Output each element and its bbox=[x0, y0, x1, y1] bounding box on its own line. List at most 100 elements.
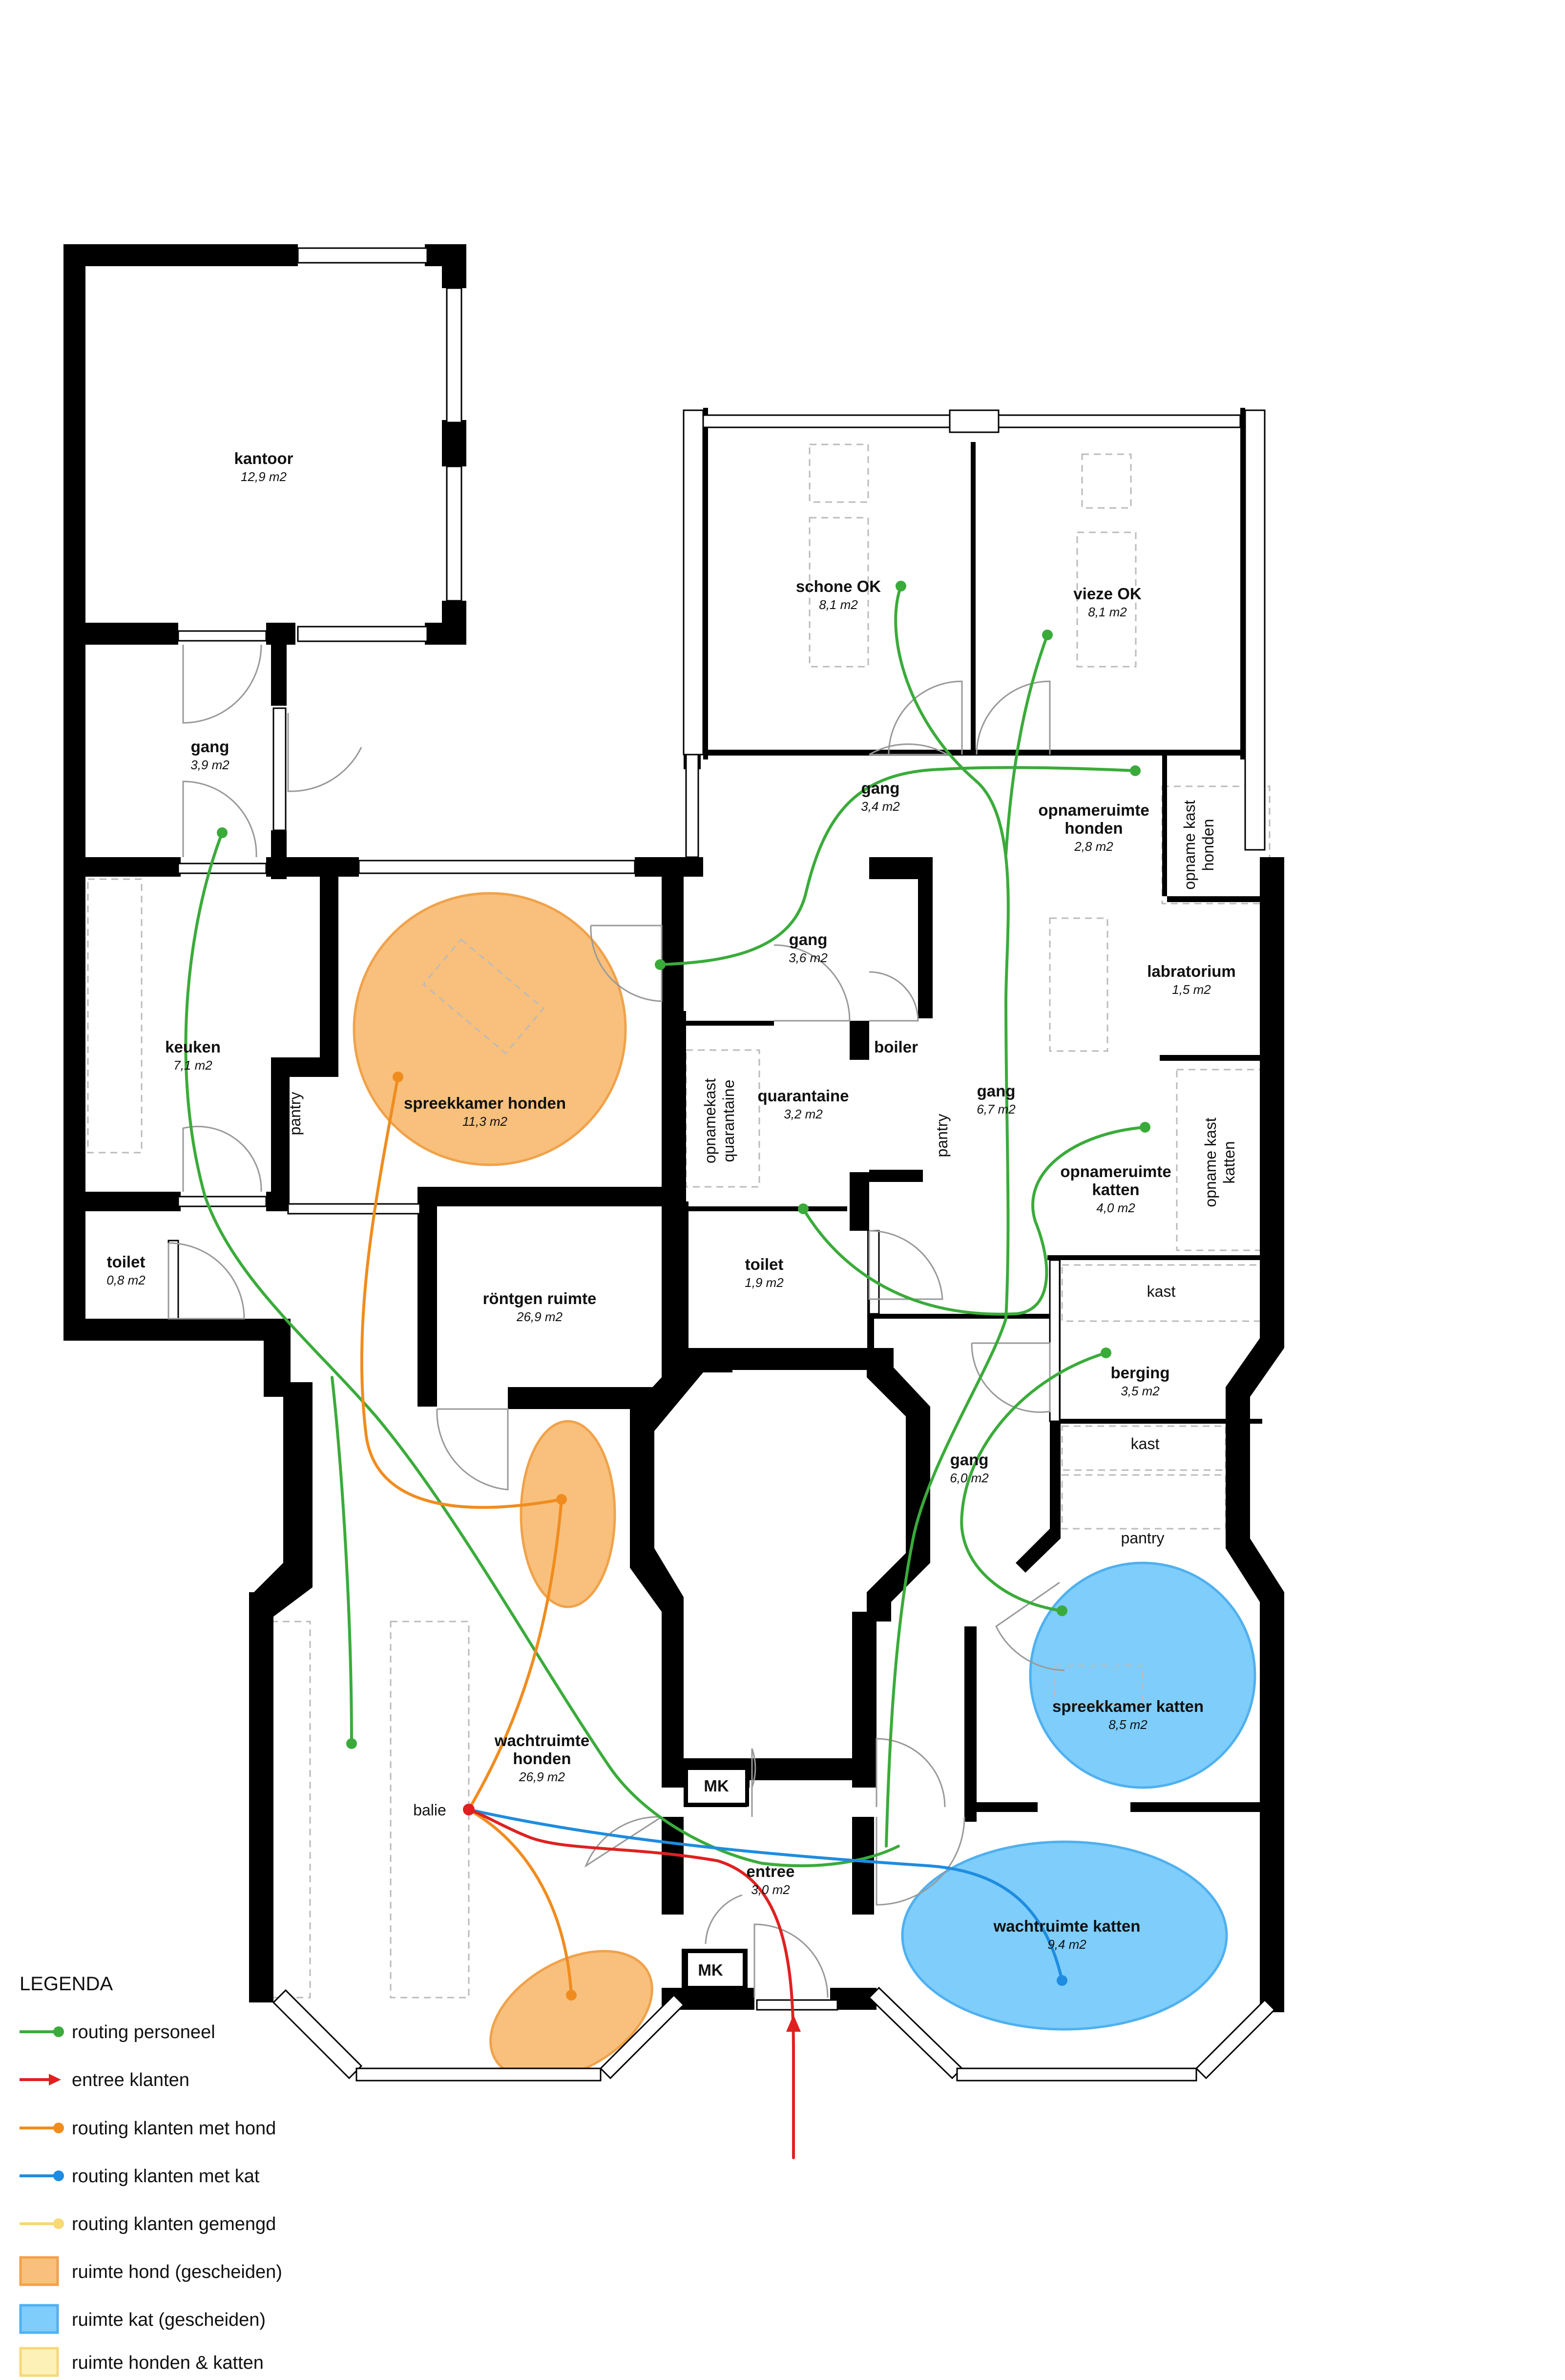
room-opnameruimte-katten-name-2: katten bbox=[1092, 1180, 1139, 1199]
desk-schone-ok-1 bbox=[809, 443, 869, 503]
route-personeel-3 bbox=[659, 766, 1137, 966]
route-dots bbox=[217, 581, 1150, 2001]
room-opnamekast-honden: opname kast honden bbox=[1181, 800, 1217, 889]
table-spreekkamer-honden bbox=[422, 938, 544, 1054]
room-gang-mid-area: 3,6 m2 bbox=[789, 950, 828, 965]
room-gang-ok: gang 3,4 m2 bbox=[861, 779, 900, 814]
route-entree bbox=[467, 1808, 795, 2159]
room-vieze-ok-area: 8,1 m2 bbox=[1088, 605, 1127, 619]
desk-vieze-ok-1 bbox=[1081, 453, 1132, 509]
room-vieze-ok: vieze OK 8,1 m2 bbox=[1073, 585, 1142, 619]
opnamekast-quarantaine-line2: quarantaine bbox=[720, 1079, 737, 1162]
doors bbox=[167, 644, 1065, 1998]
opnamekast-quarantaine-line1: opnamekast bbox=[701, 1078, 719, 1163]
bench-wachtruimte-left bbox=[270, 1621, 311, 1999]
route-personeel-4 bbox=[885, 585, 1010, 1848]
table-schone-ok bbox=[809, 517, 869, 668]
room-opnamekast-quarantaine: opnamekast quarantaine bbox=[701, 1078, 737, 1163]
room-gang-se-area: 6,0 m2 bbox=[950, 1471, 989, 1485]
opnamekast-honden-line2: honden bbox=[1199, 819, 1217, 871]
route-hond-2 bbox=[466, 1498, 573, 1997]
windows bbox=[167, 247, 1276, 2082]
legend-label-4: routing klanten met kat bbox=[72, 2166, 260, 2187]
legend-label-3: routing klanten met hond bbox=[72, 2118, 276, 2139]
room-keuken-name: keuken bbox=[165, 1038, 221, 1056]
room-opnameruimte-honden: opnameruimte honden 2,8 m2 bbox=[1038, 801, 1149, 854]
legend-label-6: ruimte hond (gescheiden) bbox=[72, 2262, 282, 2282]
counter-keuken bbox=[87, 878, 143, 1154]
legend: LEGENDA routing personeel entree klanten… bbox=[19, 1973, 282, 2377]
kast-2-box bbox=[1061, 1425, 1227, 1471]
legend-item-ruimte-gemengd: ruimte honden & katten bbox=[19, 2347, 264, 2377]
legend-label-7: ruimte kat (gescheiden) bbox=[72, 2310, 266, 2330]
room-rontgen: röntgen ruimte 26,9 m2 bbox=[483, 1289, 597, 1324]
room-toilet-mid-name: toilet bbox=[745, 1255, 784, 1273]
room-gang-east-name: gang bbox=[977, 1082, 1016, 1100]
walls bbox=[63, 244, 1284, 2012]
legend-label-2: entree klanten bbox=[72, 2070, 189, 2090]
room-pantry-se: pantry bbox=[1121, 1529, 1165, 1547]
room-wachtruimte-honden: wachtruimte honden 26,9 m2 bbox=[494, 1731, 589, 1784]
route-personeel-1 bbox=[184, 831, 900, 1868]
zone-wachtruimte-honden bbox=[489, 1950, 653, 2081]
room-toilet-mid: toilet 1,9 m2 bbox=[745, 1255, 784, 1290]
legend-item-routing-gemengd: routing klanten gemengd bbox=[20, 2214, 276, 2234]
room-pantry-w: pantry bbox=[286, 1092, 304, 1136]
balie-label: balie bbox=[413, 1801, 446, 1819]
room-schone-ok-area: 8,1 m2 bbox=[819, 597, 858, 612]
mk-2-box: MK bbox=[684, 1949, 747, 1990]
legend-item-routing-hond: routing klanten met hond bbox=[20, 2118, 276, 2139]
room-schone-ok: schone OK 8,1 m2 bbox=[796, 577, 881, 612]
balie-desk bbox=[390, 1621, 470, 1999]
route-personeel-2 bbox=[331, 1376, 353, 1745]
room-keuken: keuken 7,1 m2 bbox=[165, 1038, 221, 1073]
legend-item-entree-klanten: entree klanten bbox=[20, 2070, 189, 2090]
room-gang-se-name: gang bbox=[950, 1451, 989, 1469]
route-kat bbox=[467, 1808, 1064, 1982]
room-rontgen-area: 26,9 m2 bbox=[516, 1309, 563, 1324]
route-personeel-7 bbox=[960, 1351, 1107, 1612]
thin-walls bbox=[684, 408, 1265, 1424]
room-kantoor-area: 12,9 m2 bbox=[241, 469, 287, 484]
room-entree-area: 3,0 m2 bbox=[751, 1882, 790, 1897]
room-spreekkamer-honden: spreekkamer honden 11,3 m2 bbox=[404, 1094, 566, 1129]
table-spreekkamer-katten bbox=[1054, 1664, 1144, 1706]
room-schone-ok-name: schone OK bbox=[796, 577, 881, 595]
room-labratorium-area: 1,5 m2 bbox=[1172, 982, 1211, 997]
room-wachtruimte-katten-name: wachtruimte katten bbox=[993, 1917, 1141, 1935]
legend-item-routing-kat: routing klanten met kat bbox=[20, 2166, 260, 2187]
room-quarantaine-area: 3,2 m2 bbox=[784, 1107, 823, 1121]
room-toilet-w: toilet 0,8 m2 bbox=[106, 1253, 146, 1287]
room-gang-ok-name: gang bbox=[861, 779, 900, 797]
table-vieze-ok bbox=[1076, 531, 1137, 668]
room-gang-se: gang 6,0 m2 bbox=[950, 1451, 989, 1485]
legend-item-ruimte-kat: ruimte kat (gescheiden) bbox=[19, 2304, 266, 2334]
room-boiler: boiler bbox=[874, 1038, 918, 1056]
entree-arrow-head bbox=[786, 2015, 801, 2032]
room-gang-nw-name: gang bbox=[191, 737, 230, 756]
room-labels: kantoor 12,9 m2 gang 3,9 m2 keuken 7,1 m… bbox=[106, 449, 1238, 1990]
room-kast-1: kast bbox=[1147, 1283, 1176, 1300]
routes bbox=[184, 581, 1150, 2159]
legend-label-8: ruimte honden & katten bbox=[72, 2353, 264, 2373]
room-gang-nw: gang 3,9 m2 bbox=[190, 737, 230, 772]
zone-spreekkamer-honden bbox=[353, 892, 627, 1166]
room-gang-ok-area: 3,4 m2 bbox=[861, 799, 900, 814]
room-gang-nw-area: 3,9 m2 bbox=[190, 758, 230, 772]
room-berging-name: berging bbox=[1111, 1364, 1170, 1382]
furniture bbox=[87, 443, 1271, 1999]
room-opnamekast-katten: opname kast katten bbox=[1202, 1117, 1238, 1207]
room-opnameruimte-katten-area: 4,0 m2 bbox=[1096, 1201, 1135, 1215]
legend-item-ruimte-hond: ruimte hond (gescheiden) bbox=[19, 2256, 282, 2286]
room-berging-area: 3,5 m2 bbox=[1121, 1384, 1160, 1398]
zone-wachtruimte-katten bbox=[901, 1840, 1228, 2031]
room-spreekkamer-katten-area: 8,5 m2 bbox=[1108, 1717, 1148, 1732]
room-wachtruimte-katten: wachtruimte katten 9,4 m2 bbox=[993, 1917, 1141, 1952]
mk-1-box: MK bbox=[684, 1766, 749, 1807]
room-opnameruimte-katten-name-1: opnameruimte bbox=[1060, 1162, 1171, 1180]
room-mk-1: MK bbox=[704, 1777, 729, 1795]
room-gang-east-area: 6,7 m2 bbox=[977, 1102, 1016, 1116]
route-personeel-6 bbox=[802, 1126, 1147, 1316]
room-mk-2: MK bbox=[698, 1961, 723, 1979]
